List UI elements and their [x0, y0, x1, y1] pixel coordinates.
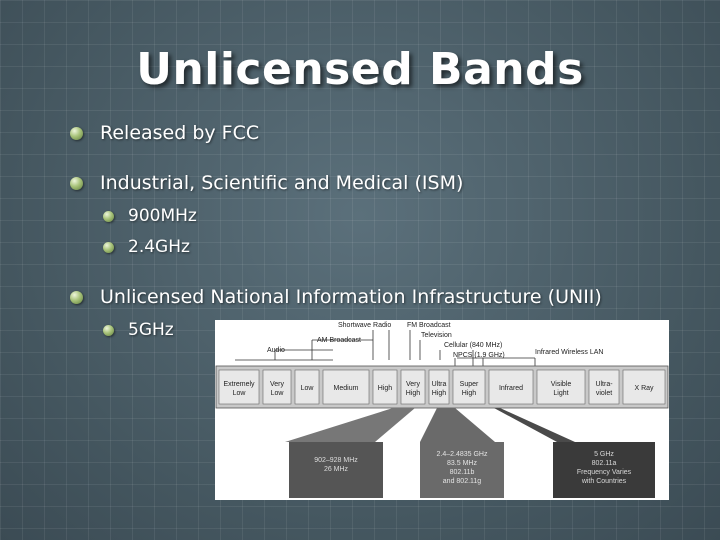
band-cell — [294, 369, 320, 405]
band-label: Very — [270, 381, 285, 388]
bullet-ism-24: 2.4GHz — [103, 237, 190, 257]
band-label: Low — [301, 385, 315, 392]
band-cell — [536, 369, 586, 405]
bullet-icon — [70, 290, 83, 304]
band-cell — [372, 369, 398, 405]
bullet-text: 2.4GHz — [128, 237, 190, 257]
band-cell — [588, 369, 620, 405]
audio-label: Audio — [267, 347, 285, 354]
bullet-icon — [70, 126, 83, 140]
callout-24 — [420, 442, 504, 498]
cellular-label: Cellular (840 MHz) — [444, 342, 502, 349]
funnel-24 — [420, 408, 495, 442]
band-label: Infrared — [499, 385, 523, 392]
bullet-icon — [103, 241, 114, 253]
callout-label: 5 GHz — [594, 451, 614, 458]
television-label: Television — [421, 332, 452, 339]
band-cell — [262, 369, 292, 405]
infrared-lan-label: Infrared Wireless LAN — [535, 349, 603, 356]
bullet-text: Unlicensed National Information Infrastr… — [100, 286, 602, 308]
band-label: Super — [460, 381, 479, 388]
slide-title: Unlicensed Bands — [136, 44, 584, 95]
band-label: Visible — [551, 381, 572, 388]
callout-label: 902–928 MHz — [314, 457, 358, 464]
band-cell — [322, 369, 370, 405]
bullet-fcc: Released by FCC — [70, 122, 259, 144]
bullet-text: 5GHz — [128, 320, 174, 340]
bullet-ism-900: 900MHz — [103, 206, 197, 226]
band-cell — [452, 369, 486, 405]
bullet-text: Released by FCC — [100, 122, 260, 144]
band-cell — [218, 369, 260, 405]
bullet-text: Industrial, Scientific and Medical (ISM) — [100, 172, 464, 194]
callout-label: 802.11b — [450, 469, 475, 476]
bullet-icon — [70, 176, 83, 190]
funnel-902 — [285, 408, 415, 442]
fm-label: FM Broadcast — [407, 322, 451, 329]
band-label: High — [406, 390, 421, 397]
band-label: High — [378, 385, 393, 392]
callout-5 — [553, 442, 655, 498]
bullet-ism: Industrial, Scientific and Medical (ISM) — [70, 172, 463, 194]
band-label: Ultra- — [595, 381, 613, 388]
spectrum-diagram: Shortwave Radio FM Broadcast Television … — [215, 322, 669, 498]
am-label: AM Broadcast — [317, 337, 361, 344]
band-label: Extremely — [223, 381, 255, 388]
band-label: High — [462, 390, 477, 397]
npcs-label: NPCS (1.9 GHz) — [453, 352, 505, 359]
band-label: X Ray — [634, 385, 654, 392]
band-label: High — [432, 390, 447, 397]
callout-label: and 802.11g — [443, 478, 482, 485]
band-label: violet — [596, 390, 612, 397]
band-cell — [488, 369, 534, 405]
bullet-unii: Unlicensed National Information Infrastr… — [70, 286, 602, 308]
band-label: Medium — [334, 385, 359, 392]
spectrum-figure: Shortwave Radio FM Broadcast Television … — [215, 320, 669, 500]
callout-label: 802.11a — [592, 460, 617, 467]
band-label: Low — [271, 390, 285, 397]
band-cell — [428, 369, 450, 405]
band-label: Very — [406, 381, 421, 388]
band-cell — [400, 369, 426, 405]
bullet-icon — [103, 324, 114, 336]
callout-label: 26 MHz — [324, 466, 349, 473]
callout-label: 83.5 MHz — [447, 460, 477, 467]
bullet-unii-5: 5GHz — [103, 320, 174, 340]
funnel-5 — [494, 408, 575, 442]
callout-label: 2.4–2.4835 GHz — [437, 451, 488, 458]
band-label: Low — [233, 390, 247, 397]
shortwave-label: Shortwave Radio — [338, 322, 391, 329]
bullet-icon — [103, 210, 114, 222]
callout-label: Frequency Varies — [577, 469, 632, 476]
band-cell — [622, 369, 666, 405]
band-label: Ultra — [432, 381, 447, 388]
band-label: Light — [553, 390, 568, 397]
bullet-text: 900MHz — [128, 206, 197, 226]
callout-902 — [289, 442, 383, 498]
callout-label: with Countries — [581, 478, 627, 485]
